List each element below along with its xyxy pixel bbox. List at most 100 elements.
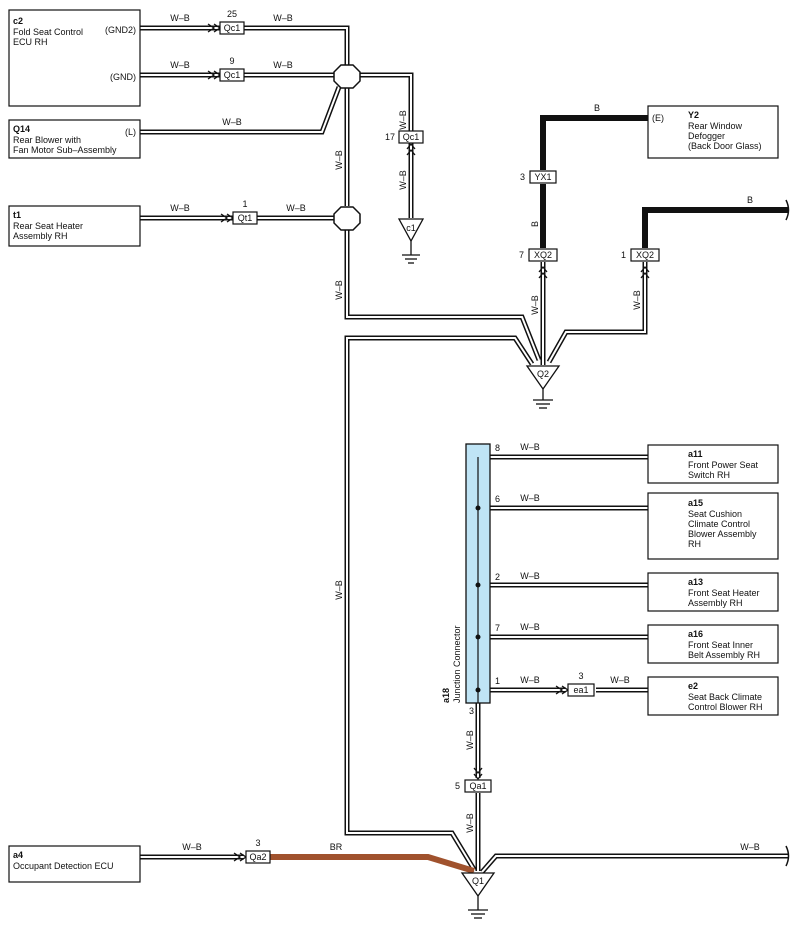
svg-text:Qc1: Qc1	[224, 23, 241, 33]
svg-text:(L): (L)	[125, 127, 136, 137]
wire-br	[270, 854, 475, 874]
svg-text:B: B	[747, 195, 753, 205]
splice-dot	[475, 687, 481, 693]
svg-text:RH: RH	[688, 539, 701, 549]
splice-dot	[475, 582, 481, 588]
svg-text:W–B: W–B	[520, 493, 540, 503]
svg-text:Qa1: Qa1	[469, 781, 486, 791]
svg-text:a11: a11	[688, 449, 703, 459]
svg-text:W–B: W–B	[520, 571, 540, 581]
connector-qc1-right: Qc1 17	[385, 130, 424, 156]
wire-b-y2	[540, 115, 648, 170]
svg-text:a15: a15	[688, 498, 703, 508]
svg-text:W–B: W–B	[182, 842, 202, 852]
svg-text:BR: BR	[330, 842, 343, 852]
svg-text:Q1: Q1	[472, 876, 484, 886]
svg-text:ea1: ea1	[573, 685, 588, 695]
connector-yx1: YX1 3	[520, 170, 557, 184]
component-a4: a4 Occupant Detection ECU	[8, 845, 141, 883]
svg-text:W–B: W–B	[632, 290, 642, 310]
svg-text:8: 8	[495, 443, 500, 453]
svg-text:Front Seat Inner: Front Seat Inner	[688, 640, 753, 650]
component-e2: e2 Seat Back Climate Control Blower RH	[647, 676, 779, 716]
svg-text:e2: e2	[688, 681, 698, 691]
svg-text:W–B: W–B	[334, 150, 344, 170]
svg-text:W–B: W–B	[465, 813, 475, 833]
svg-text:B: B	[594, 103, 600, 113]
svg-text:W–B: W–B	[740, 842, 760, 852]
svg-text:Rear Window: Rear Window	[688, 121, 743, 131]
svg-text:(Back Door Glass): (Back Door Glass)	[688, 141, 762, 151]
svg-text:W–B: W–B	[334, 580, 344, 600]
svg-text:Y2: Y2	[688, 110, 699, 120]
ground-c1: c1	[397, 218, 425, 264]
svg-text:(GND): (GND)	[110, 72, 136, 82]
wire-paths	[140, 25, 788, 874]
svg-text:Qc1: Qc1	[224, 70, 241, 80]
svg-text:Fan Motor Sub–Assembly: Fan Motor Sub–Assembly	[13, 145, 117, 155]
svg-text:Control Blower RH: Control Blower RH	[688, 702, 763, 712]
svg-text:Front Power Seat: Front Power Seat	[688, 460, 759, 470]
component-a16: a16 Front Seat Inner Belt Assembly RH	[647, 624, 779, 664]
svg-text:W–B: W–B	[286, 203, 306, 213]
svg-text:1: 1	[495, 676, 500, 686]
svg-text:YX1: YX1	[534, 172, 551, 182]
component-q14: Q14 Rear Blower with Fan Motor Sub–Assem…	[8, 119, 141, 159]
svg-text:XQ2: XQ2	[636, 250, 654, 260]
svg-text:W–B: W–B	[222, 117, 242, 127]
svg-text:(E): (E)	[652, 113, 664, 123]
component-y2: Y2 Rear Window Defogger (Back Door Glass…	[647, 105, 779, 159]
svg-text:1: 1	[621, 250, 626, 260]
connector-qc1-mid: Qc1 9	[207, 56, 245, 82]
svg-text:5: 5	[455, 781, 460, 791]
component-t1: t1 Rear Seat Heater Assembly RH	[8, 205, 141, 247]
svg-text:Defogger: Defogger	[688, 131, 725, 141]
connector-qa1: Qa1 5	[455, 767, 492, 793]
connector-ea1: ea1 3	[555, 671, 595, 697]
svg-text:Assembly RH: Assembly RH	[13, 231, 68, 241]
svg-text:1: 1	[242, 199, 247, 209]
svg-text:XQ2: XQ2	[534, 250, 552, 260]
wire-break-mark	[785, 845, 790, 867]
svg-text:ECU RH: ECU RH	[13, 37, 48, 47]
svg-text:3: 3	[520, 172, 525, 182]
svg-text:3: 3	[469, 706, 474, 716]
connector-xq2-right: XQ2 1	[621, 248, 660, 279]
svg-text:Rear Seat Heater: Rear Seat Heater	[13, 221, 83, 231]
svg-text:25: 25	[227, 9, 237, 19]
svg-text:W–B: W–B	[530, 295, 540, 315]
svg-text:W–B: W–B	[520, 675, 540, 685]
svg-text:a4: a4	[13, 850, 23, 860]
ground-q1: Q1	[460, 872, 496, 919]
svg-text:W–B: W–B	[273, 13, 293, 23]
svg-text:W–B: W–B	[334, 280, 344, 300]
svg-text:Seat Back Climate: Seat Back Climate	[688, 692, 762, 702]
ground-q2: Q2	[525, 365, 561, 409]
svg-text:3: 3	[255, 838, 260, 848]
svg-text:W–B: W–B	[170, 13, 190, 23]
svg-text:W–B: W–B	[520, 442, 540, 452]
svg-text:7: 7	[519, 250, 524, 260]
connector-qa2: Qa2 3	[233, 838, 271, 864]
svg-text:Qt1: Qt1	[238, 213, 253, 223]
svg-text:Switch RH: Switch RH	[688, 470, 730, 480]
svg-text:W–B: W–B	[273, 60, 293, 70]
svg-text:Junction Connector: Junction Connector	[452, 625, 462, 703]
svg-text:(GND2): (GND2)	[105, 25, 136, 35]
svg-text:Rear Blower with: Rear Blower with	[13, 135, 81, 145]
splice-dot	[475, 505, 481, 511]
connector-qt1: Qt1 1	[220, 199, 258, 225]
svg-text:c2: c2	[13, 16, 23, 26]
component-a15: a15 Seat Cushion Climate Control Blower …	[647, 492, 779, 560]
junction-connector-a18: a18 Junction Connector 8 6 2 7 1 3	[441, 443, 500, 716]
svg-text:W–B: W–B	[398, 170, 408, 190]
svg-text:7: 7	[495, 623, 500, 633]
svg-text:Q14: Q14	[13, 124, 30, 134]
wire-b-right	[642, 207, 788, 248]
svg-text:Qa2: Qa2	[249, 852, 266, 862]
component-a11: a11 Front Power Seat Switch RH	[647, 444, 779, 484]
svg-text:W–B: W–B	[170, 203, 190, 213]
svg-text:a16: a16	[688, 629, 703, 639]
svg-text:3: 3	[578, 671, 583, 681]
svg-text:Occupant Detection ECU: Occupant Detection ECU	[13, 861, 114, 871]
